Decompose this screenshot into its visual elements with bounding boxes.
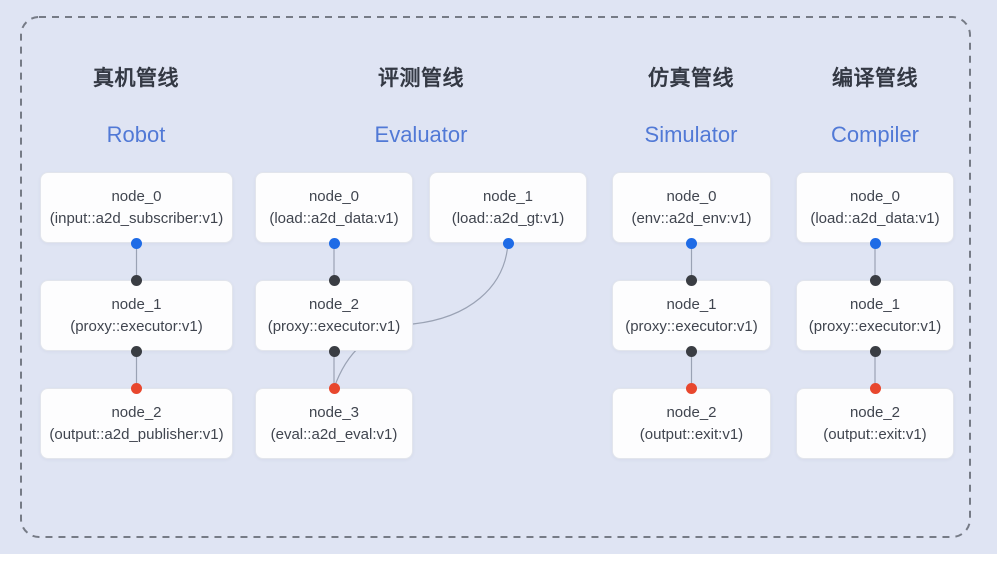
evaluator-node-0-output-port-blue [328, 237, 340, 249]
evaluator-node-2-input-port-black [328, 274, 340, 286]
node-type: (load::a2d_data:v1) [269, 209, 399, 227]
node-type: (input::a2d_subscriber:v1) [49, 209, 224, 227]
node-type: (output::a2d_publisher:v1) [49, 425, 224, 443]
dashed-border [20, 16, 971, 538]
compiler-node-2: node_2 (output::exit:v1) [796, 388, 954, 459]
node-name: node_1 [666, 295, 717, 313]
robot-node-2-input-port-red [131, 382, 142, 394]
evaluator-node-2-output-port-black [328, 345, 340, 357]
edge-curved [333, 242, 509, 389]
simulator-node-1-input-port-black [686, 274, 697, 286]
simulator-node-1-output-port-black [686, 345, 697, 357]
pipeline-title-robot-zh: 真机管线 [93, 67, 179, 90]
robot-node-0: node_0 (input::a2d_subscriber:v1) [40, 172, 233, 243]
pipeline-title-compiler-en: Compiler [830, 122, 920, 147]
evaluator-node-3-input-port-red [328, 382, 340, 394]
compiler-node-0-output-port-blue [869, 237, 881, 249]
node-name: node_0 [849, 187, 901, 205]
node-name: node_0 [111, 187, 162, 205]
compiler-node-2-input-port-red [869, 382, 881, 394]
node-type: (proxy::executor:v1) [267, 317, 401, 335]
node-name: node_1 [111, 295, 162, 313]
node-name: node_2 [666, 403, 717, 421]
pipeline-title-evaluator-en: Evaluator [374, 122, 468, 147]
simulator-node-0-output-port-blue [686, 237, 697, 249]
evaluator-node-1: node_1 (load::a2d_gt:v1) [429, 172, 587, 243]
robot-node-1-output-port-black [131, 345, 142, 357]
pipeline-title-evaluator-zh: 评测管线 [378, 67, 464, 90]
evaluator-node-1-output-port-blue [502, 237, 514, 249]
node-type: (proxy::executor:v1) [808, 317, 942, 335]
evaluator-node-2: node_2 (proxy::executor:v1) [255, 280, 413, 351]
node-name: node_2 [308, 295, 360, 313]
simulator-node-1: node_1 (proxy::executor:v1) [612, 280, 771, 351]
node-name: node_0 [666, 187, 717, 205]
robot-node-1: node_1 (proxy::executor:v1) [40, 280, 233, 351]
robot-node-1-input-port-black [131, 274, 142, 286]
node-type: (env::a2d_env:v1) [631, 209, 752, 227]
node-name: node_2 [111, 403, 162, 421]
node-type: (output::exit:v1) [639, 425, 744, 443]
pipeline-title-simulator-en: Simulator [644, 122, 738, 147]
node-name: node_0 [308, 187, 360, 205]
node-type: (load::a2d_gt:v1) [451, 209, 565, 227]
simulator-node-0: node_0 (env::a2d_env:v1) [612, 172, 771, 243]
pipeline-title-simulator-zh: 仿真管线 [648, 67, 734, 90]
node-type: (output::exit:v1) [823, 425, 927, 443]
compiler-node-1-output-port-black [869, 345, 881, 357]
pipeline-title-compiler-zh: 编译管线 [832, 67, 918, 90]
node-name: node_3 [308, 403, 360, 421]
node-type: (eval::a2d_eval:v1) [270, 425, 398, 443]
node-type: (proxy::executor:v1) [70, 317, 203, 335]
node-name: node_2 [849, 403, 901, 421]
node-type: (load::a2d_data:v1) [810, 209, 940, 227]
bottom-edge-strip [0, 554, 997, 563]
evaluator-node-0: node_0 (load::a2d_data:v1) [255, 172, 413, 243]
simulator-node-2-input-port-red [686, 382, 697, 394]
compiler-node-1: node_1 (proxy::executor:v1) [796, 280, 954, 351]
pipeline-title-robot-en: Robot [106, 122, 166, 147]
evaluator-node-3: node_3 (eval::a2d_eval:v1) [255, 388, 413, 459]
robot-node-2: node_2 (output::a2d_publisher:v1) [40, 388, 233, 459]
node-name: node_1 [849, 295, 901, 313]
node-type: (proxy::executor:v1) [625, 317, 758, 335]
compiler-node-1-input-port-black [869, 274, 881, 286]
simulator-node-2: node_2 (output::exit:v1) [612, 388, 771, 459]
node-name: node_1 [482, 187, 534, 205]
compiler-node-0: node_0 (load::a2d_data:v1) [796, 172, 954, 243]
robot-node-0-output-port-blue [131, 237, 142, 249]
